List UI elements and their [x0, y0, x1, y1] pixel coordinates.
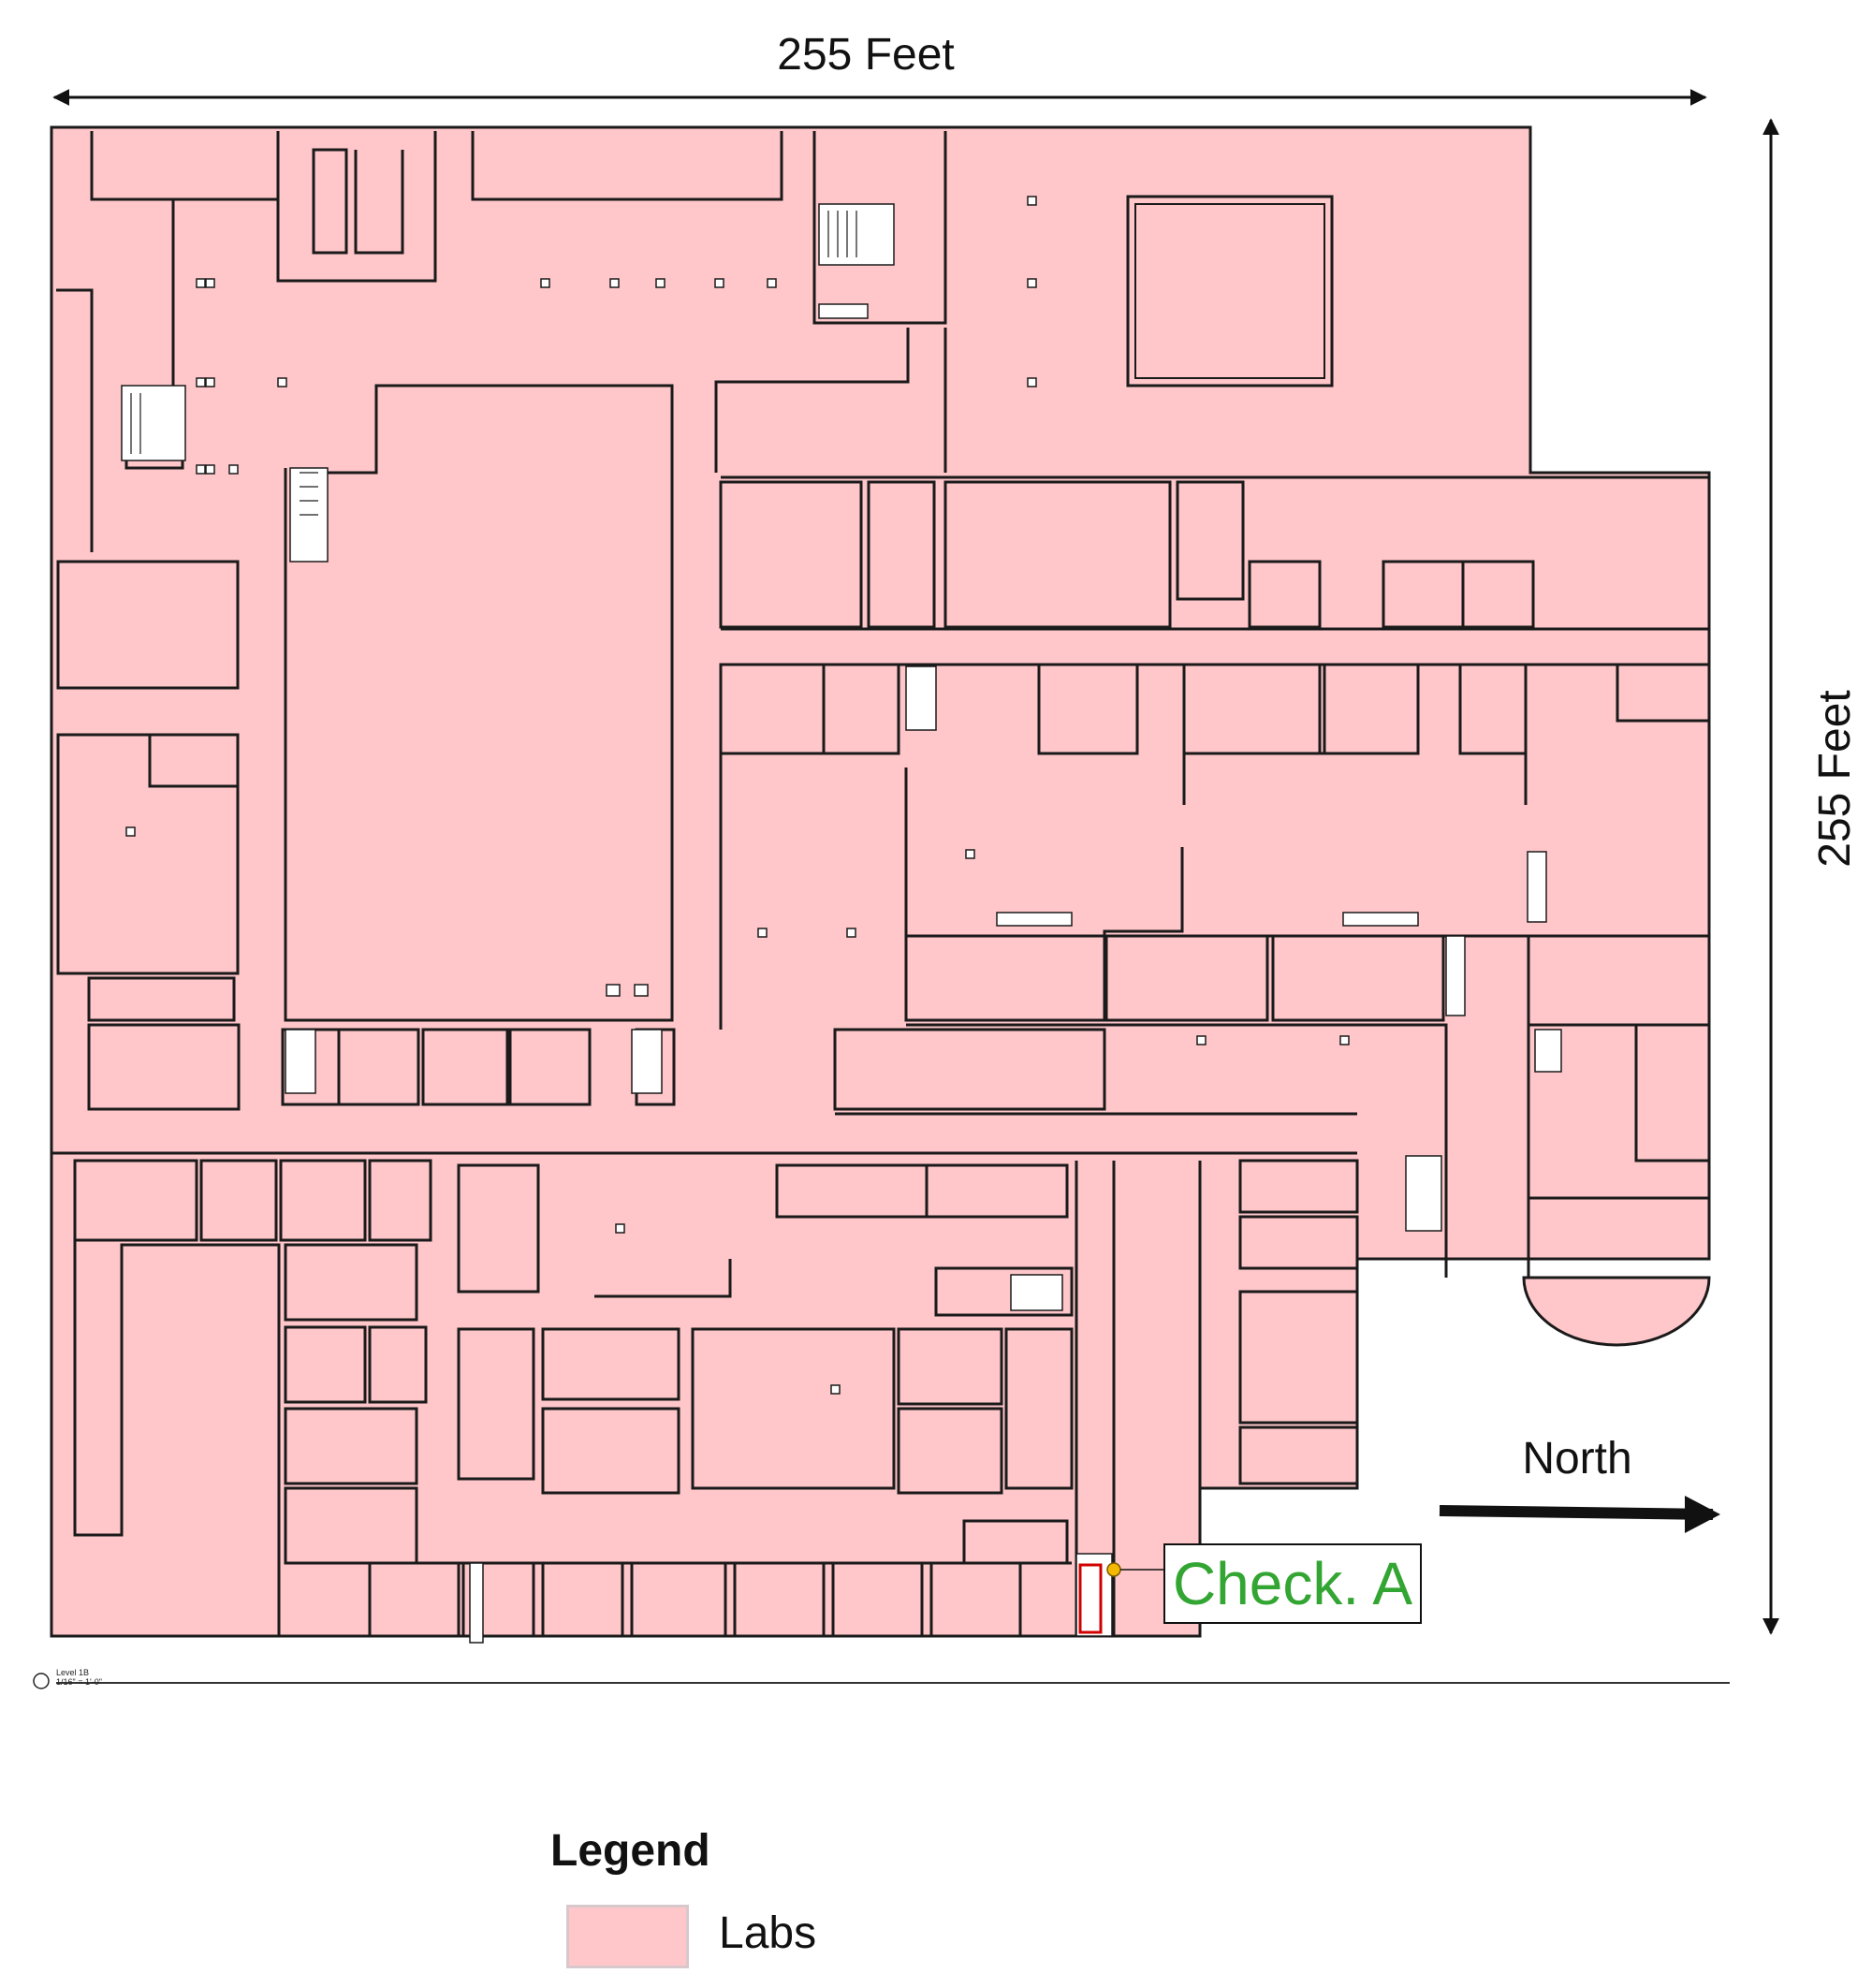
view-scale: 1/16" = 1'-0": [56, 1677, 102, 1687]
legend-title: Legend: [550, 1826, 710, 1876]
view-number-icon: [33, 1673, 50, 1689]
view-title: Level 1B 1/16" = 1'-0": [56, 1668, 102, 1687]
checkpoint-marker-icon: [1106, 1562, 1121, 1577]
structural-columns: [125, 196, 1350, 1395]
rotunda: [1522, 1276, 1711, 1347]
vertical-dimension-label: 255 Feet: [1810, 690, 1860, 867]
checkpoint-location-outline: [1078, 1563, 1103, 1634]
north-label: North: [1522, 1434, 1631, 1484]
checkpoint-label: Check. A: [1172, 1550, 1413, 1617]
stairwells: [121, 203, 1562, 1644]
north-arrow-head: [1685, 1496, 1720, 1533]
legend-labs-swatch: [566, 1905, 689, 1968]
north-arrow-icon: [1439, 1505, 1714, 1520]
checkpoint-label-box: Check. A: [1163, 1543, 1422, 1624]
horizontal-dimension-label: 255 Feet: [777, 30, 954, 80]
legend-labs-label: Labs: [719, 1908, 817, 1958]
view-name: Level 1B: [56, 1668, 90, 1677]
